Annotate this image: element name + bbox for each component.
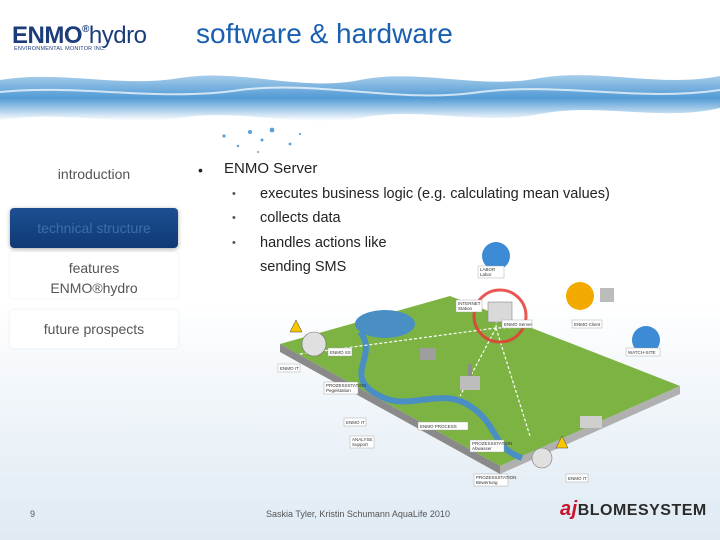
nav-item-label: technical structure: [37, 220, 151, 236]
logo-subtitle: ENVIRONMENTAL MONITOR INC.: [14, 46, 106, 52]
bullet-marker: •: [198, 162, 203, 178]
footer-credit: Saskia Tyler, Kristin Schumann AquaLife …: [266, 509, 450, 519]
list-item-text: sending SMS: [260, 259, 347, 275]
diagram-label: ENMO IT: [346, 420, 365, 425]
water-splash-banner: [0, 75, 720, 153]
diagram-label: WATCH-SITE: [628, 350, 656, 355]
user-person-icon: [566, 282, 594, 310]
brand-prefix: aj: [560, 498, 578, 520]
system-architecture-diagram: LABOR Labor INTERNET Station ENMO Server…: [277, 242, 680, 487]
diagram-label: PROZESSSTATION: [476, 475, 516, 480]
enmo-hydro-logo: ENMO®hydro ENVIRONMENTAL MONITOR INC.: [12, 22, 147, 58]
diagram-label: PROZESSSTATION: [472, 441, 512, 446]
factory-icon: [460, 376, 480, 390]
sub-bullet-marker: •: [232, 188, 236, 200]
warning-icon: [555, 435, 569, 449]
diagram-label: ENMO PROCESS: [420, 424, 457, 429]
diagram-label: INTERNET: [458, 301, 481, 306]
brand-name: BLOMESYSTEM: [577, 502, 707, 519]
sub-bullet-marker: •: [232, 212, 236, 224]
diagram-label: Bewertung: [476, 480, 498, 485]
nav-item-label: introduction: [57, 166, 131, 182]
list-item-text: collects data: [260, 210, 341, 226]
nav-item-label: future prospects: [43, 321, 145, 337]
diagram-label: Station: [458, 306, 473, 311]
diagram-label: ENMO SS: [330, 350, 351, 355]
list-item-text: handles actions like: [260, 235, 387, 251]
diagram-label: ENMO IT: [568, 476, 587, 481]
diagram-label: Labor: [480, 272, 492, 277]
bullet-heading: ENMO Server: [224, 160, 318, 177]
user-person-icon: [482, 242, 510, 270]
diagram-label: PROZESSSTATION: [326, 383, 366, 388]
diagram-label: ANALYSE: [352, 437, 372, 442]
building-icon: [420, 348, 436, 360]
enmo-server-icon: [487, 301, 513, 323]
monitor-icon: [301, 331, 327, 357]
computer-icon: [600, 288, 614, 302]
blomesystem-logo: ajBLOMESYSTEM: [560, 498, 707, 521]
diagram-labels: LABOR Labor INTERNET Station ENMO Server…: [277, 265, 661, 487]
diagram-label: ENMO Server: [504, 322, 533, 327]
sub-bullet-marker: •: [232, 237, 236, 249]
logo-wordmark: ENMO®hydro: [12, 22, 147, 50]
sensor-icon: [531, 447, 553, 469]
server-highlight-ring: [472, 288, 528, 344]
diagram-label: Support: [352, 442, 369, 447]
diagram-label: Pegelstation: [326, 388, 351, 393]
warning-icon: [289, 319, 303, 333]
diagram-label: Abwasser: [472, 446, 492, 451]
platform-edge: [280, 344, 500, 474]
nav-item-future-prospects[interactable]: future prospects: [10, 310, 178, 348]
nav-item-label: features ENMO®hydro: [50, 260, 138, 296]
plant-icon: [580, 416, 602, 428]
diagram-label: LABOR: [480, 267, 496, 272]
logo-suffix: hydro: [88, 22, 147, 49]
list-item-text: executes business logic (e.g. calculatin…: [260, 186, 610, 202]
river: [357, 330, 524, 461]
logo-registered-mark: ®: [82, 24, 89, 35]
factory-chimney-icon: [468, 364, 472, 376]
logo-text: ENMO: [12, 22, 83, 49]
slide-title: software & hardware: [196, 18, 453, 49]
page-number: 9: [30, 509, 36, 519]
diagram-label: ENMO Client: [574, 322, 601, 327]
network-link: [299, 325, 641, 355]
nav-item-technical-structure[interactable]: technical structure: [10, 208, 178, 248]
user-person-icon: [632, 326, 660, 354]
nav-item-features[interactable]: features ENMO®hydro: [10, 252, 178, 298]
lake: [355, 310, 415, 338]
nav-item-introduction[interactable]: introduction: [10, 152, 178, 196]
diagram-label: ENMO IT: [280, 366, 299, 371]
